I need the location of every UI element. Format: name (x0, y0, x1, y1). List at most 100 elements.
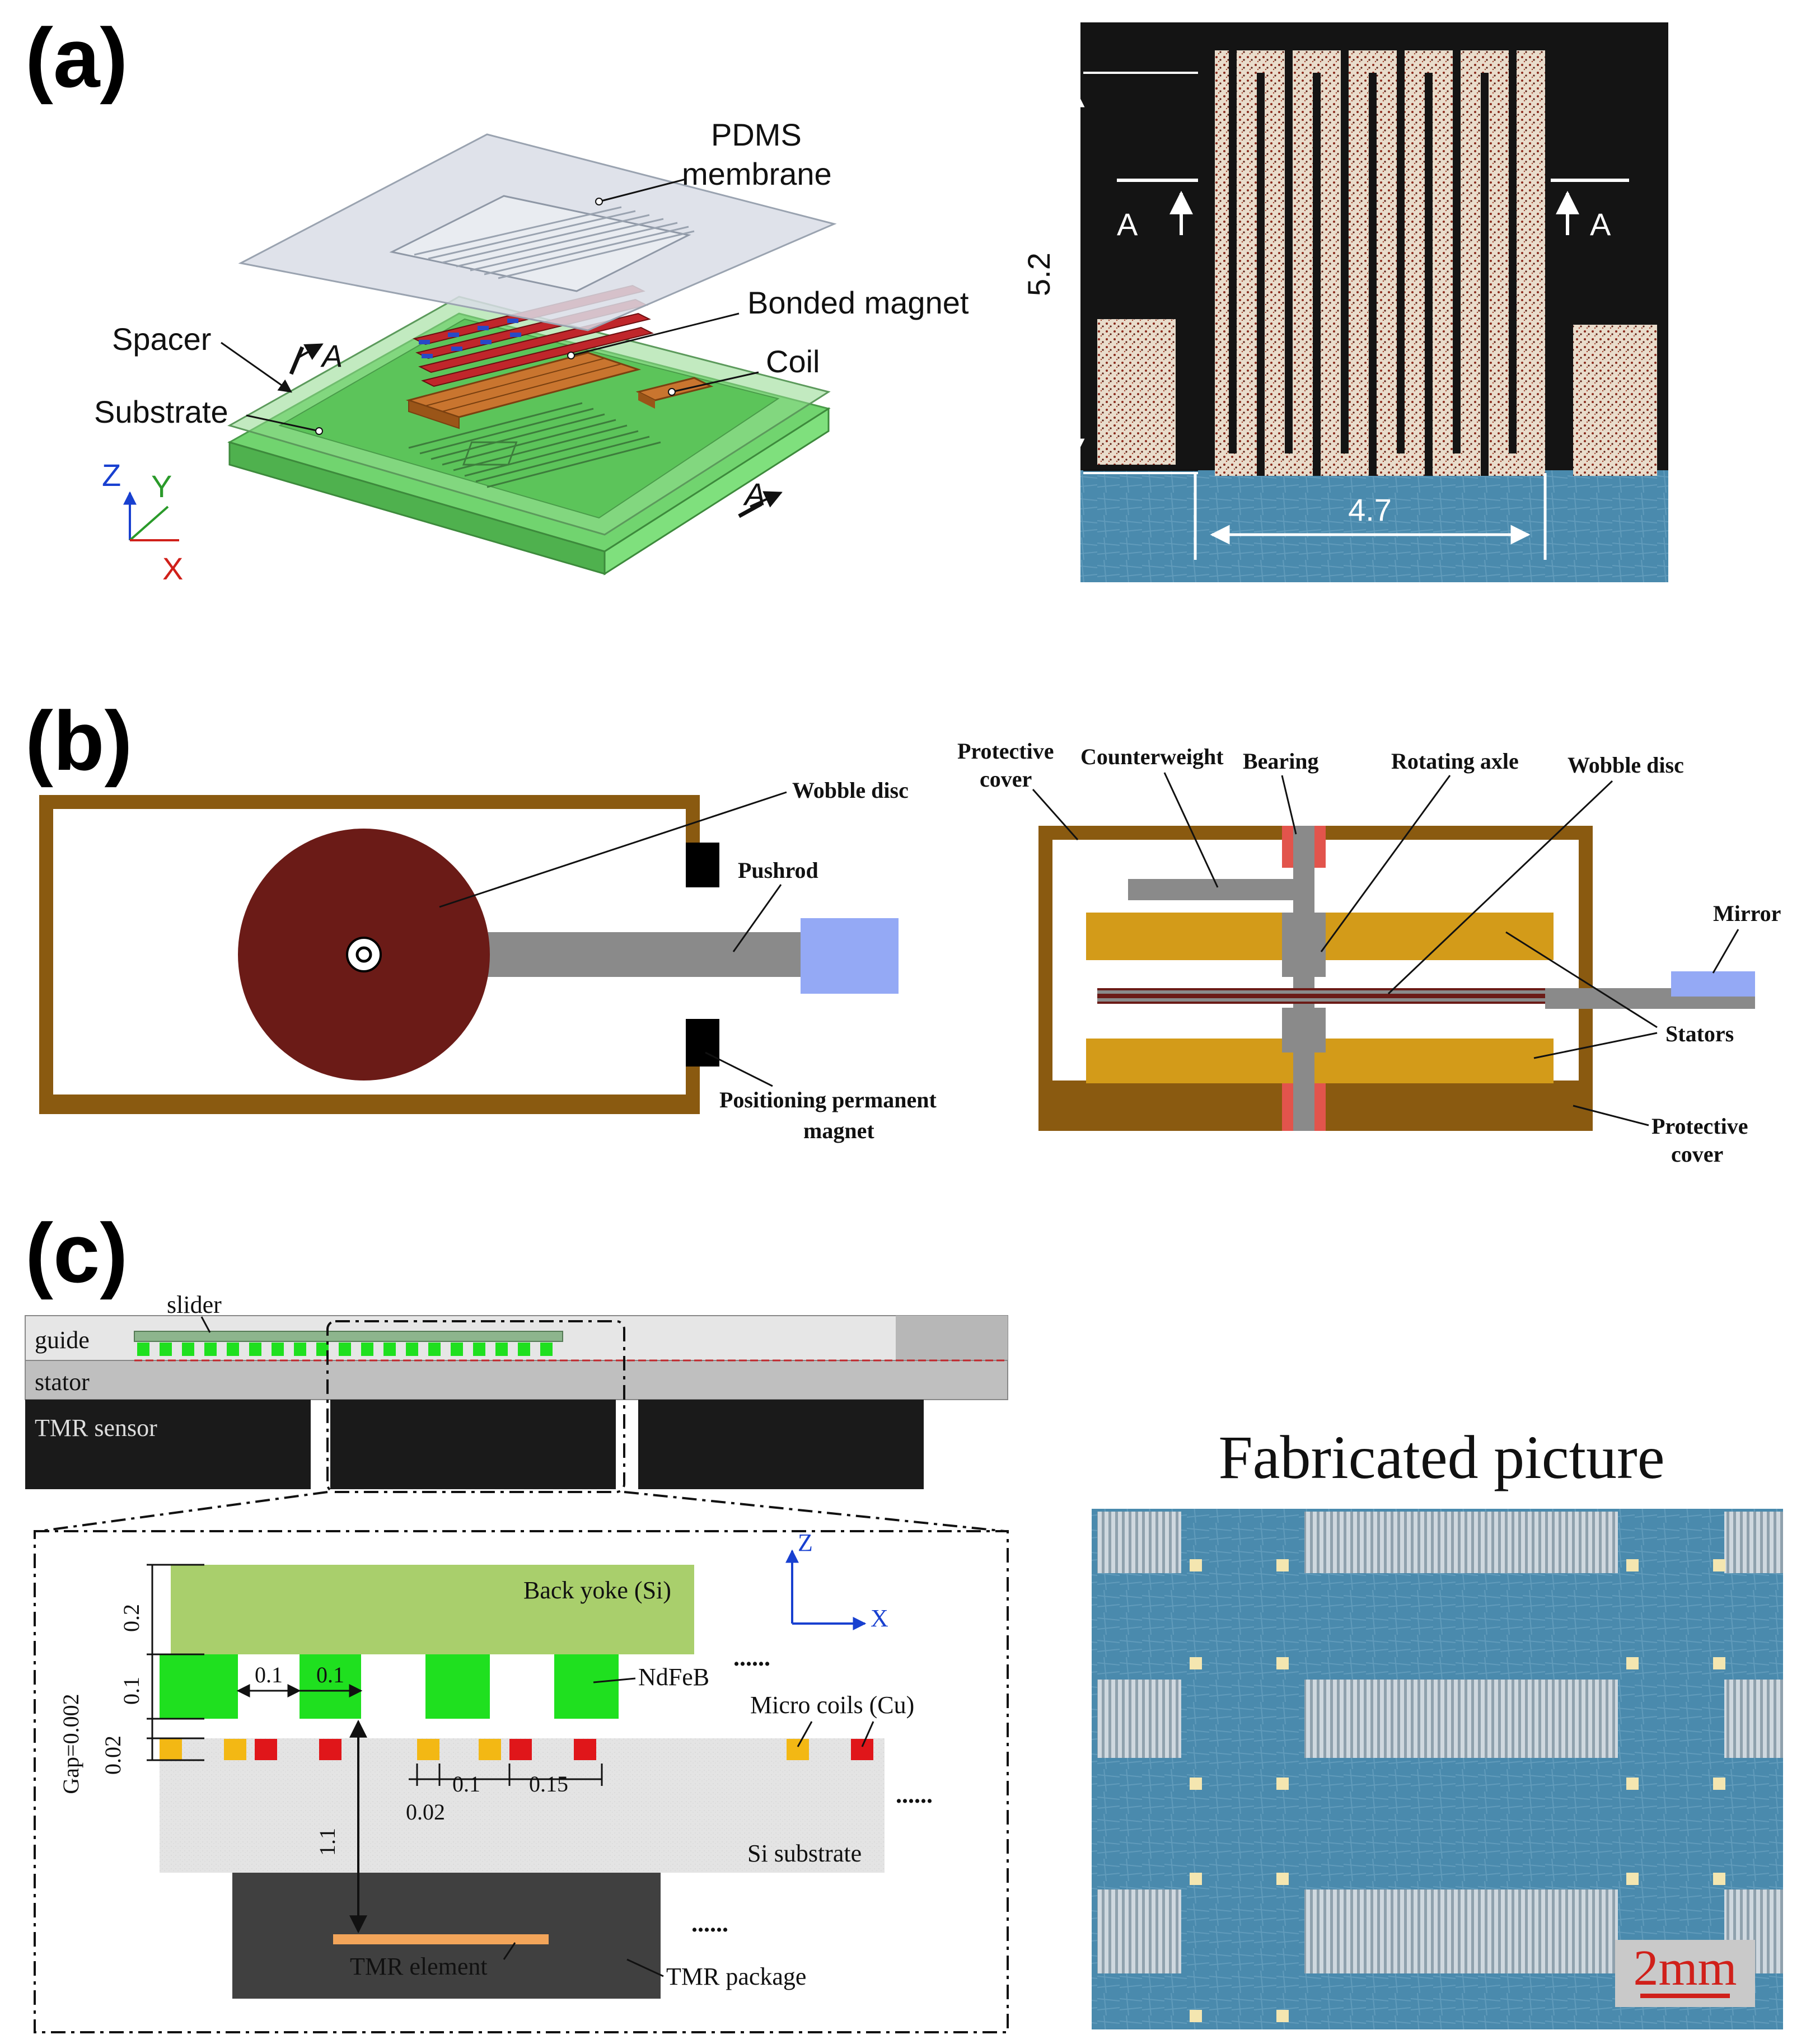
bonded-magnet-label: Bonded magnet (747, 285, 969, 320)
panel-a-exploded-view: PDMS membrane Bonded magnet Coil Spacer … (94, 117, 969, 586)
photo-section-left: A (1117, 179, 1198, 242)
bottom-dim-lines (409, 1764, 603, 1786)
spacer-leader (221, 342, 292, 393)
dim-0-02-v-label: 0.02 (100, 1736, 125, 1775)
pushrod-label: Pushrod (738, 858, 818, 883)
slider-label: slider (167, 1291, 222, 1318)
dim-0-15-label: 0.15 (529, 1771, 568, 1797)
panel-a-label: (a) (25, 11, 128, 105)
micro-coils-label: Micro coils (Cu) (750, 1691, 914, 1719)
positioning-label-2: magnet (803, 1118, 874, 1143)
mirror (1671, 971, 1755, 997)
membrane-leader (598, 178, 686, 203)
panel-c-photo: Fabricated picture 2mm (1092, 1423, 1783, 2029)
side-pushrod (1545, 997, 1755, 1009)
membrane-window (389, 195, 691, 292)
membrane-label: membrane (682, 156, 832, 191)
meander-gaps (1229, 50, 1517, 476)
substrate-side (603, 407, 830, 576)
axis-y-label: Y (151, 469, 172, 504)
panel-c-overview: slider guide stator TMR sensor (25, 1291, 1008, 1493)
slider-bar (134, 1331, 563, 1342)
axis-z-label-c: Z (798, 1529, 813, 1556)
slider-magnets (137, 1343, 553, 1356)
substrate-label: Substrate (94, 394, 228, 429)
ndfeb-magnet-3 (425, 1654, 490, 1719)
bearing-label: Bearing (1243, 749, 1319, 774)
zoom-box (326, 1320, 625, 1493)
svg-text:A: A (1590, 207, 1611, 242)
dim-0-1-b-label: 0.1 (316, 1662, 344, 1687)
counterweight (1128, 879, 1307, 900)
pad-left (1097, 319, 1176, 465)
back-yoke-label: Back yoke (Si) (523, 1577, 671, 1604)
protective-cover-top-label-1: Protective (957, 738, 1054, 764)
si-substrate-label: Si substrate (747, 1840, 862, 1867)
positioning-magnet-bottom (686, 1019, 719, 1067)
substrate-traces (408, 402, 661, 488)
wobble-disc-side-label: Wobble disc (1568, 752, 1684, 778)
stators-label: Stators (1665, 1021, 1734, 1046)
dim-1-1-label: 1.1 (315, 1828, 340, 1856)
pushrod-leader (732, 884, 782, 952)
coil-meander (1215, 50, 1545, 476)
wobble-disc-leader (439, 791, 787, 908)
bearing-bottom-right (1314, 1083, 1326, 1131)
dim-0-2-label: 0.2 (119, 1604, 144, 1632)
axis-z-label: Z (102, 457, 121, 493)
back-yoke (171, 1565, 694, 1654)
ndfeb-magnet-1 (160, 1654, 238, 1719)
micro-coils (160, 1739, 873, 1760)
rotating-axle-label: Rotating axle (1391, 749, 1519, 774)
scale-bar-label: 2mm (1633, 1940, 1737, 1996)
stator-label: stator (35, 1368, 90, 1396)
svg-text:A: A (320, 338, 343, 373)
panel-b-side-view: Protective cover Counterweight Bearing R… (957, 738, 1781, 1167)
bearing-top-right (1314, 826, 1326, 868)
ellipsis-3: ...... (691, 1910, 728, 1937)
membrane-ribs (414, 206, 695, 279)
axis-x-label: X (162, 551, 183, 586)
dim-gap-label: Gap=0.002 (58, 1694, 83, 1794)
pushrod-end-block (801, 918, 899, 994)
dim-width-label: 4.7 (1348, 492, 1392, 527)
section-mark-a1: A (289, 338, 343, 375)
ndfeb-magnet-4 (554, 1654, 619, 1719)
tmr-sensor-label: TMR sensor (35, 1414, 157, 1442)
panel-b-label: (b) (25, 694, 133, 788)
fabricated-pads (1190, 1559, 1725, 2022)
stator-layer (25, 1360, 1008, 1400)
positioning-leader (705, 1051, 773, 1087)
dim-0-1-a-label: 0.1 (255, 1662, 283, 1687)
protective-cover-bottom-label-1: Protective (1651, 1114, 1748, 1139)
wobble-disc-label: Wobble disc (792, 778, 909, 803)
fabricated-title: Fabricated picture (1218, 1423, 1664, 1491)
spacer-label: Spacer (112, 321, 211, 357)
ellipsis-2: ...... (896, 1781, 933, 1808)
svg-text:A: A (743, 476, 765, 512)
dim-0-02-h-label: 0.02 (406, 1799, 445, 1825)
mirror-label: Mirror (1713, 901, 1781, 926)
protective-cover-top-label-2: cover (980, 766, 1032, 792)
rotating-axle (1293, 826, 1314, 1131)
protective-cover-bottom-label-2: cover (1671, 1142, 1723, 1167)
bearing-top-left (1282, 826, 1293, 868)
fabricated-coil-arrays (1097, 1512, 1783, 1973)
coil-label: Coil (766, 344, 820, 379)
dim-height-label: 5.2 (1021, 252, 1056, 296)
positioning-magnet-top (686, 843, 719, 887)
axis-x-label-c: X (871, 1605, 888, 1632)
si-substrate (160, 1738, 885, 1873)
coil-leader (671, 371, 759, 393)
bonded-magnet-leader (570, 312, 740, 357)
pushrod (487, 932, 801, 977)
tmr-package-label: TMR package (666, 1963, 806, 1990)
panel-a-photo: 5.2 4.7 A A (1021, 22, 1668, 582)
guide-label: guide (35, 1326, 90, 1354)
counterweight-label: Counterweight (1080, 744, 1224, 769)
tmr-element-label: TMR element (350, 1953, 488, 1980)
dim-0-1-c-label: 0.1 (452, 1771, 480, 1797)
dim-0-1-v-label: 0.1 (119, 1677, 144, 1705)
tmr-sensor-left (25, 1400, 311, 1489)
